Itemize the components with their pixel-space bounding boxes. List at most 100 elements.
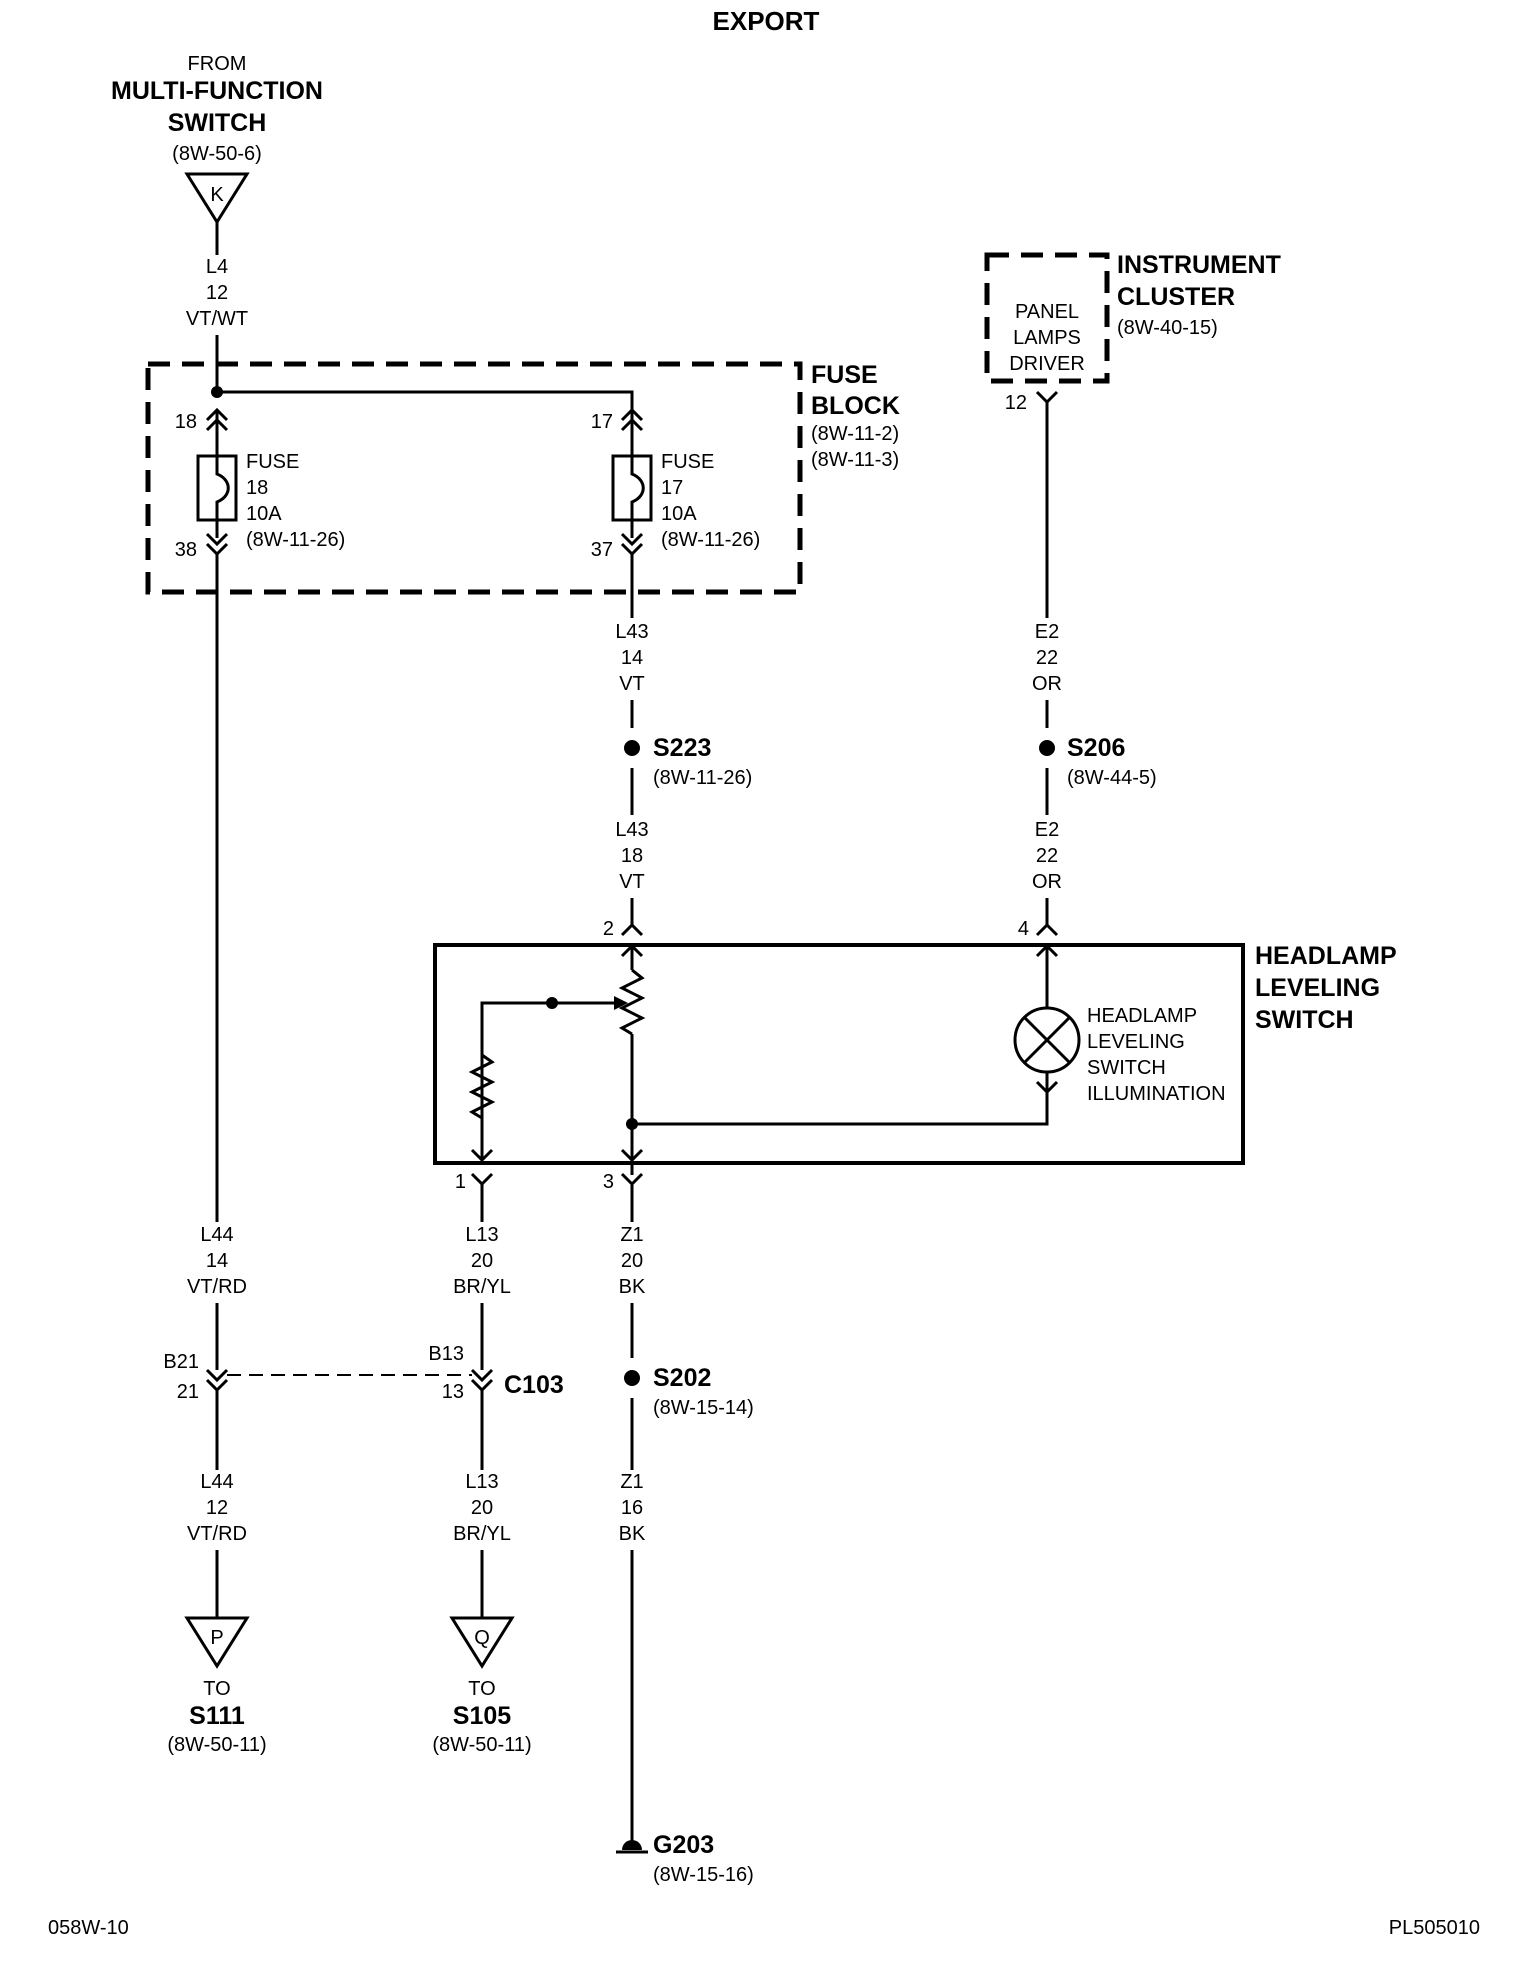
wire-label-z1-b: Z1 16 BK (619, 1471, 646, 1545)
wire-bus (217, 390, 634, 412)
lamp-label-3: SWITCH (1087, 1057, 1166, 1079)
headlamp-leveling-switch-outline (433, 943, 1245, 1165)
fuse-link (215, 456, 230, 520)
wire-gauge: 14 (206, 1250, 228, 1272)
wire-gauge: 22 (1036, 647, 1058, 669)
fuse-ref: (8W-11-26) (661, 529, 760, 551)
destination-s111: P TO S111 (8W-50-11) (167, 1616, 267, 1756)
source-ref: (8W-50-6) (172, 143, 262, 165)
pin-number: 21 (177, 1381, 199, 1403)
illumination-ground-wire (632, 1090, 1049, 1126)
pin-number: 17 (591, 411, 613, 433)
dest-ref: (8W-50-11) (167, 1734, 266, 1756)
wire-label-l4: L4 12 VT/WT (186, 256, 248, 330)
wire-circuit: L44 (200, 1224, 233, 1246)
pin-chevron (620, 1148, 644, 1163)
fuse-block-outline (145, 361, 803, 595)
wire-circuit: Z1 (620, 1471, 643, 1493)
ground-g203: G203 (8W-15-16) (616, 1831, 754, 1886)
pin-number: 18 (175, 411, 197, 433)
wire-gauge: 20 (471, 1250, 493, 1272)
ground-icon (622, 1840, 642, 1850)
wire-circuit: Z1 (620, 1224, 643, 1246)
source-name-1: MULTI-FUNCTION (111, 77, 323, 105)
lamp-label-4: ILLUMINATION (1087, 1083, 1226, 1105)
wire-circuit: L43 (615, 621, 648, 643)
pin-number: 4 (1018, 918, 1029, 940)
dest-name: S105 (453, 1702, 511, 1730)
wire-label-l13-b: L13 20 BR/YL (453, 1471, 511, 1545)
wire-gauge: 12 (206, 1497, 228, 1519)
wire-color: BR/YL (453, 1523, 511, 1545)
wire-label-l44-b: L44 12 VT/RD (187, 1471, 247, 1545)
fuse-label-3: 10A (661, 503, 697, 525)
page-title: EXPORT (713, 6, 820, 36)
cluster-name-2: CLUSTER (1117, 283, 1235, 311)
pin-chevron (205, 532, 229, 547)
wire-color: OR (1032, 871, 1062, 893)
wire-circuit: L13 (465, 1471, 498, 1493)
pin-chevron (470, 1172, 494, 1187)
wire-label-l43-a: L43 14 VT (615, 621, 648, 695)
fuse-label-1: FUSE (661, 451, 714, 473)
footer-left: 058W-10 (48, 1917, 129, 1939)
connector-letter-k: K (210, 184, 224, 206)
pin-number: 12 (1005, 392, 1027, 414)
wire-gauge: 14 (621, 647, 643, 669)
wire-label-e2-a: E2 22 OR (1032, 621, 1062, 695)
wire-circuit: L13 (465, 1224, 498, 1246)
footer-right: PL505010 (1389, 1917, 1480, 1939)
wire-gauge: 18 (621, 845, 643, 867)
instrument-cluster-outline (984, 252, 1110, 384)
fuse-ref: (8W-11-26) (246, 529, 345, 551)
fuse-label-2: 17 (661, 477, 683, 499)
wire-gauge: 12 (206, 282, 228, 304)
splice-s223-name: S223 (653, 734, 711, 762)
pin-chevron (620, 1172, 644, 1187)
wire-color: OR (1032, 673, 1062, 695)
switch-name-3: SWITCH (1255, 1006, 1354, 1034)
splice-s206-dot (1039, 740, 1055, 756)
pin-number: 13 (442, 1381, 464, 1403)
source-from: FROM (188, 53, 247, 75)
pin-number: 1 (455, 1171, 466, 1193)
pin-number: 37 (591, 539, 613, 561)
cluster-inner-1: PANEL (1015, 301, 1079, 323)
wire-color: BR/YL (453, 1276, 511, 1298)
dest-to: TO (468, 1678, 495, 1700)
wire-label-l43-b: L43 18 VT (615, 819, 648, 893)
connector-c103: B21 21 B13 13 C103 (163, 1343, 563, 1403)
fuse-18: 18 38 FUSE 18 10A (8W-11-26) (175, 407, 345, 561)
ground-ref: (8W-15-16) (653, 1864, 754, 1886)
fuse-block-ref-1: (8W-11-2) (811, 423, 899, 445)
lamp-label-2: LEVELING (1087, 1031, 1185, 1053)
pin-chevron (620, 532, 644, 547)
wire-label-l13-a: L13 20 BR/YL (453, 1224, 511, 1298)
fuse-block-name-1: FUSE (811, 361, 878, 389)
cluster-name-1: INSTRUMENT (1117, 251, 1281, 279)
wire-label-e2-b: E2 22 OR (1032, 819, 1062, 893)
pin-chevron (620, 407, 644, 422)
wire-color: BK (619, 1276, 646, 1298)
wire-circuit: L43 (615, 819, 648, 841)
pin-number: 2 (603, 918, 614, 940)
wire-gauge: 20 (621, 1250, 643, 1272)
potentiometer-resistor (618, 968, 646, 1036)
dest-ref: (8W-50-11) (432, 1734, 531, 1756)
wire-color: VT (619, 673, 645, 695)
splice-s202-name: S202 (653, 1364, 711, 1392)
ground-name: G203 (653, 1831, 714, 1859)
fuse-17: 17 37 FUSE 17 10A (8W-11-26) (591, 407, 760, 561)
destination-s105: Q TO S105 (8W-50-11) (432, 1616, 532, 1756)
pin-number: B13 (428, 1343, 464, 1365)
pin-chevron (620, 922, 644, 937)
cluster-inner-3: DRIVER (1009, 353, 1085, 375)
source-name-2: SWITCH (168, 109, 267, 137)
dest-name: S111 (189, 1702, 245, 1730)
wire-circuit: E2 (1035, 819, 1059, 841)
wire-gauge: 20 (471, 1497, 493, 1519)
splice-s206-ref: (8W-44-5) (1067, 767, 1157, 789)
pin-chevron (470, 1148, 494, 1163)
junction-dot (546, 997, 558, 1009)
